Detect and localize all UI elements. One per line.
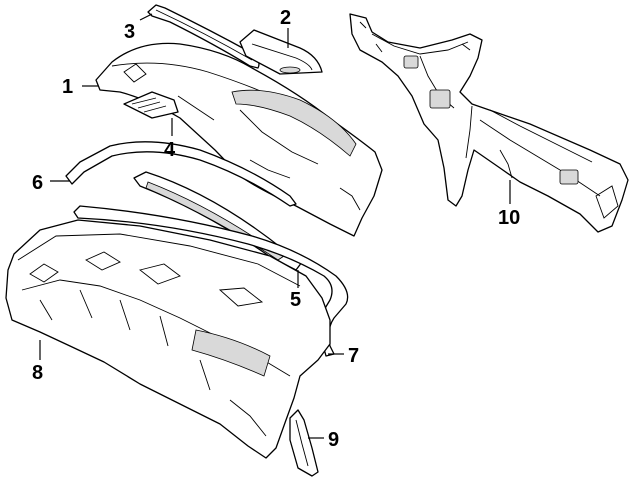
callout-4: 4 (164, 139, 176, 161)
part-9-end-cap (289, 409, 319, 477)
callout-5: 5 (290, 289, 301, 311)
part-1-upper-cover (95, 42, 383, 237)
callout-7: 7 (348, 345, 359, 367)
part-4-vent-duct (123, 91, 179, 119)
part-2-grille-panel (239, 29, 323, 75)
callout-10: 10 (498, 207, 520, 229)
callout-1: 1 (62, 76, 73, 98)
callout-8: 8 (32, 362, 43, 384)
callout-labels: 1 2 3 4 5 6 7 8 9 10 (32, 7, 520, 451)
part-10-cross-car-beam (349, 13, 629, 233)
part-8-instrument-panel-carrier (5, 219, 331, 459)
callout-3: 3 (124, 21, 135, 43)
callout-9: 9 (328, 429, 339, 451)
callout-leaders (39, 13, 511, 439)
part-6-side-trim (65, 141, 297, 207)
callout-6: 6 (32, 172, 43, 194)
callout-2: 2 (280, 7, 291, 29)
